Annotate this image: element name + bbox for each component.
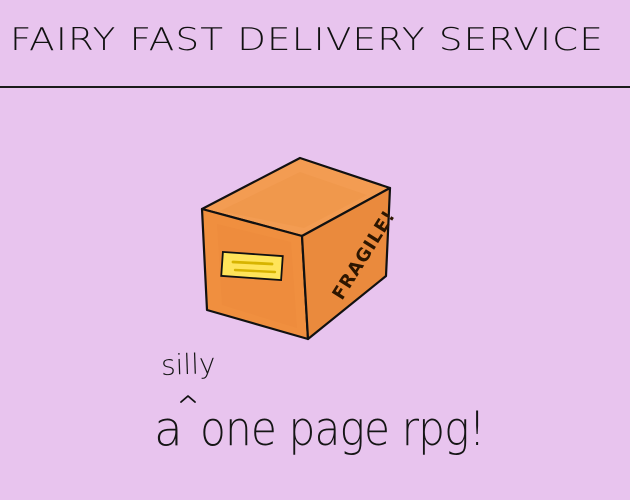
tagline-main: one page rpg!: [200, 402, 486, 457]
tagline-insert: silly: [160, 347, 217, 382]
box-sticker-line-2: [233, 268, 277, 274]
box-side-face: [300, 186, 392, 341]
tagline-prefix: a: [154, 401, 183, 458]
box-sticker-line-1: [231, 260, 274, 266]
box-top-shading: [220, 172, 367, 228]
title-divider: [0, 86, 630, 88]
tagline: silly a one page rpg!: [152, 347, 486, 460]
page-title: Fairy Fast Delivery Service: [10, 22, 605, 58]
box-sticker: [220, 250, 284, 282]
box-illustration: FRAGILE!: [200, 156, 400, 341]
insertion-caret-icon: [180, 395, 196, 403]
